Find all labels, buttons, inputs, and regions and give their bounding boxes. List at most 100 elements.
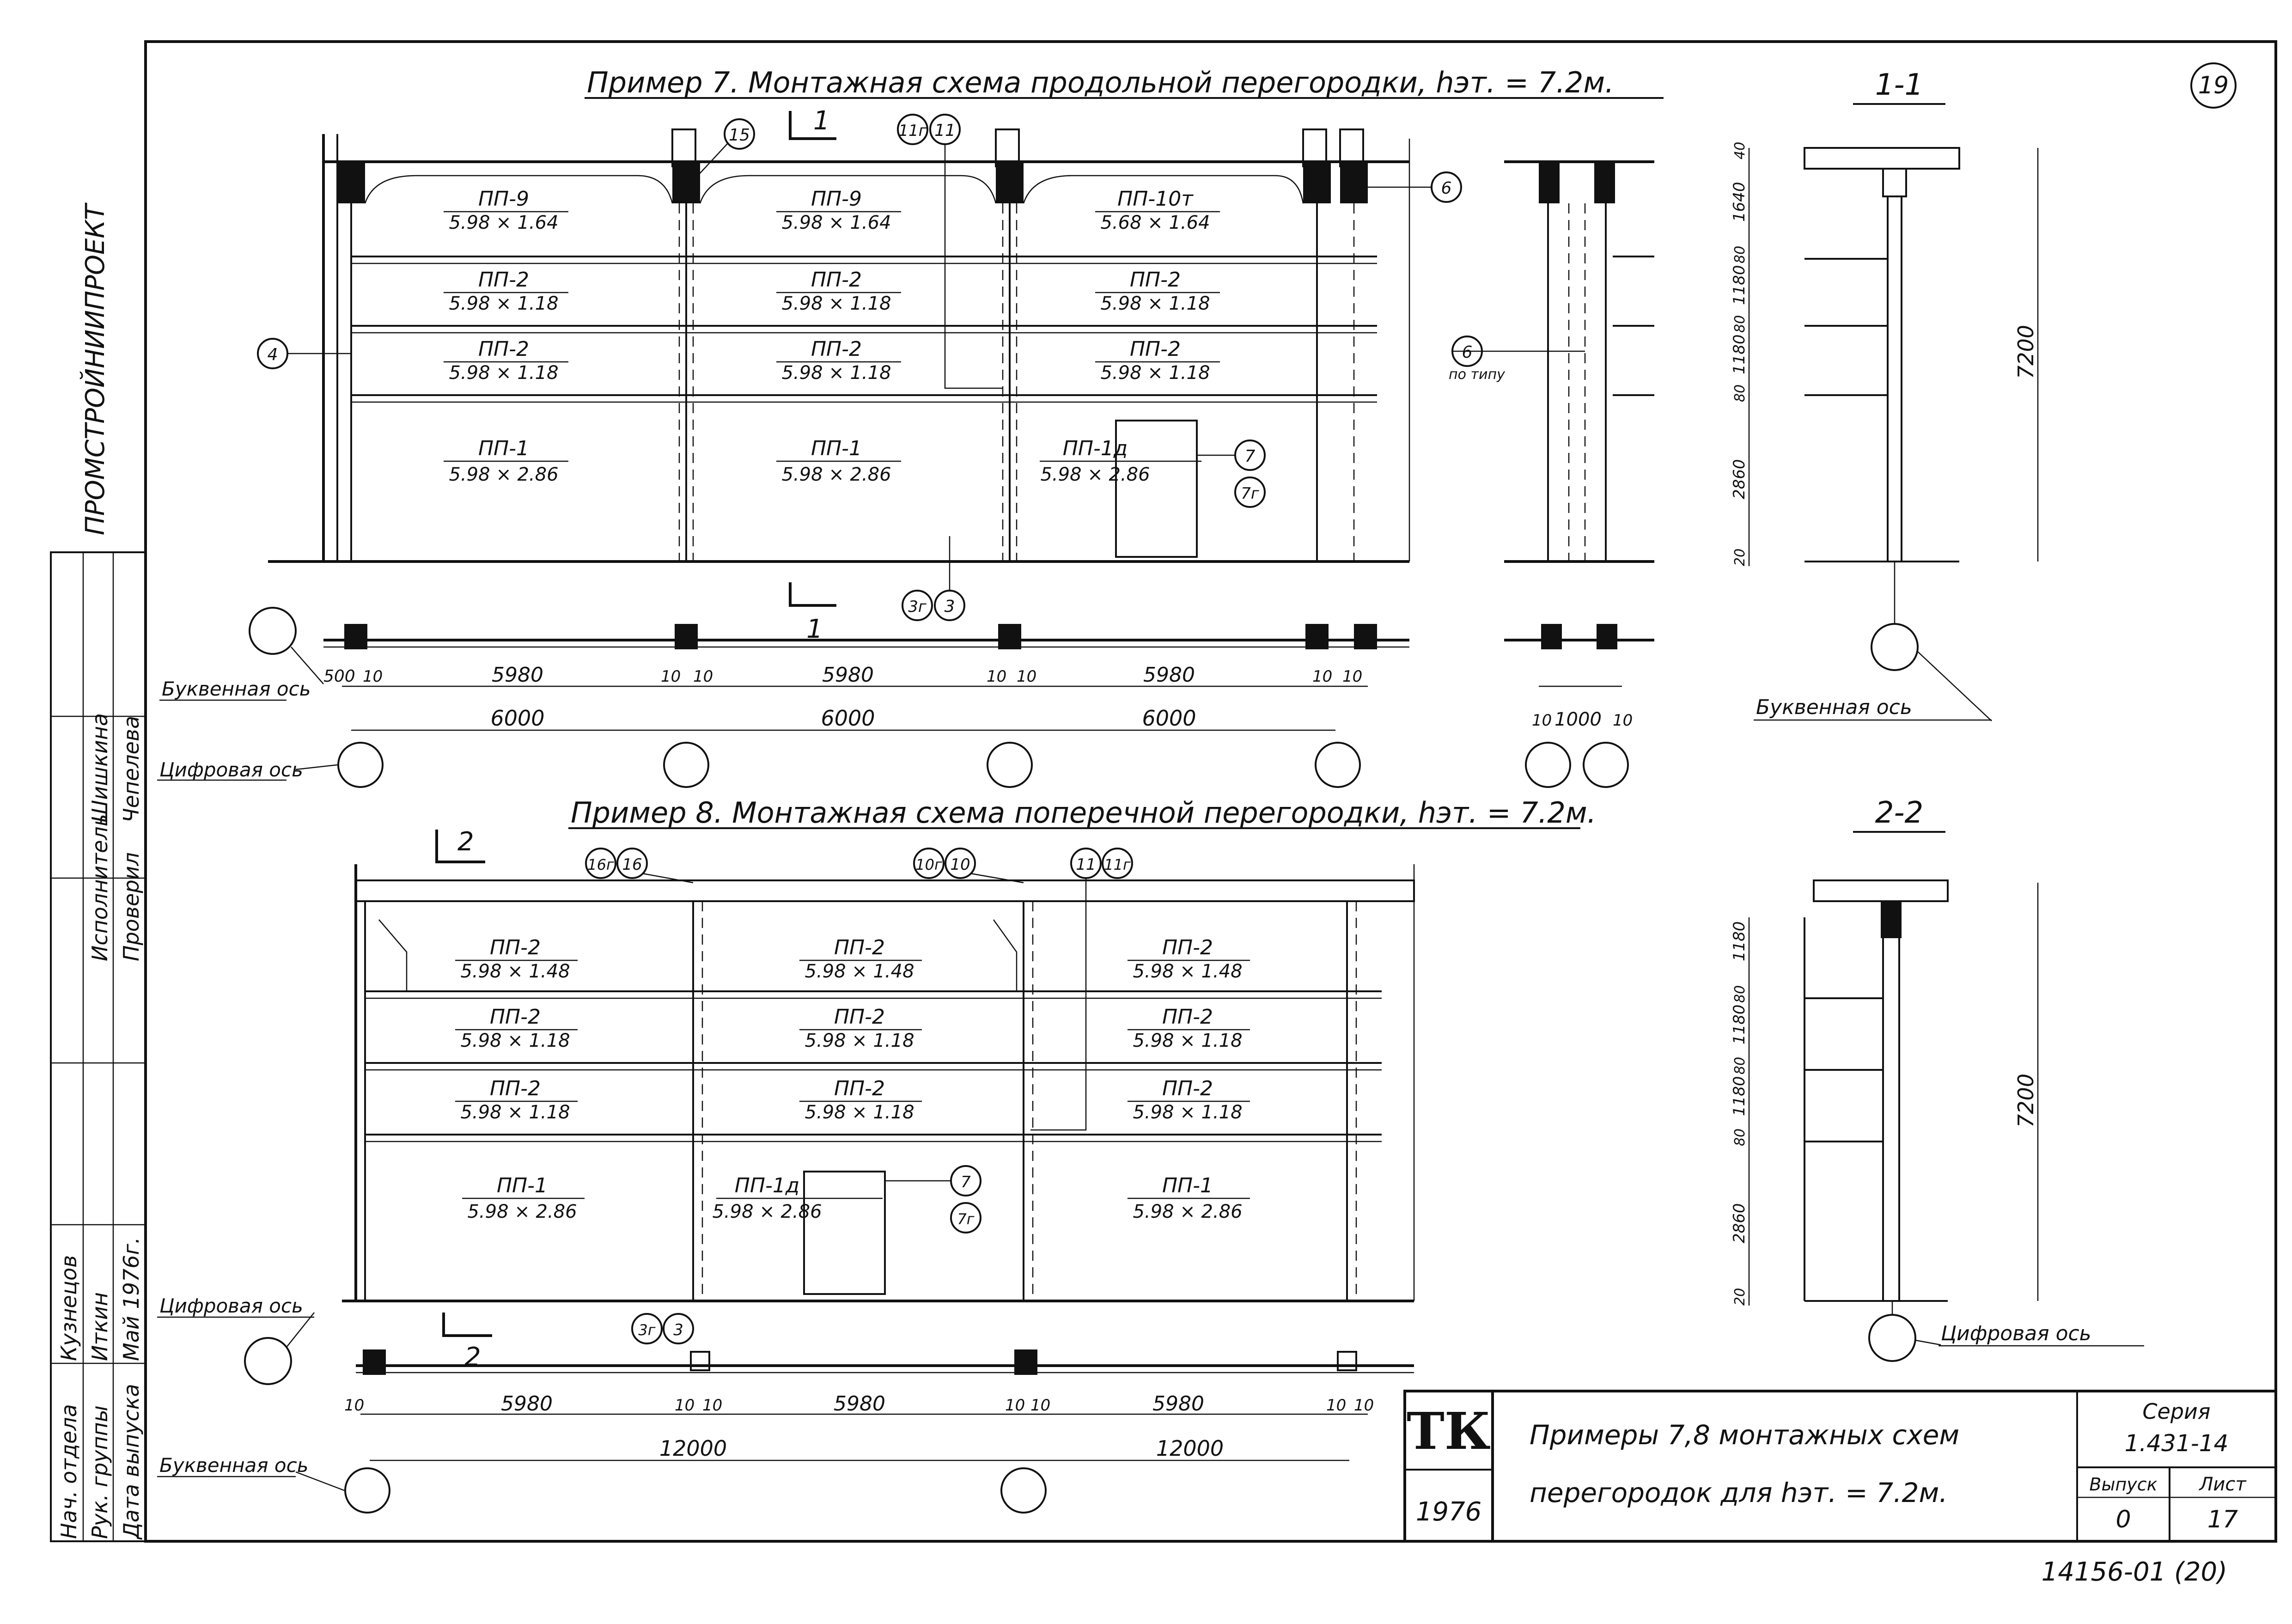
svg-text:10: 10 xyxy=(363,667,383,686)
stamp-role-3: Дата выпуска xyxy=(119,1384,144,1540)
svg-text:5980: 5980 xyxy=(834,1392,885,1416)
svg-text:80: 80 xyxy=(1732,985,1748,1003)
svg-text:10: 10 xyxy=(344,1396,364,1415)
stamp-role-5: Исполнитель xyxy=(87,814,112,961)
section-2-2-axis: Цифровая ось xyxy=(1941,1322,2091,1345)
stamp-name-5: Шишкина xyxy=(87,713,112,823)
section-1-1-title: 1-1 xyxy=(1875,68,1924,102)
panel-size: 5.98 × 2.86 xyxy=(467,1201,577,1222)
svg-text:16г: 16г xyxy=(587,856,614,873)
svg-text:1000: 1000 xyxy=(1554,709,1602,730)
svg-text:5980: 5980 xyxy=(822,663,874,687)
svg-text:10: 10 xyxy=(1342,667,1362,686)
letter-axis-label: Буквенная ось xyxy=(162,678,311,700)
svg-text:6000: 6000 xyxy=(821,706,875,731)
section-mark-2-bottom: 2 xyxy=(442,1313,492,1372)
svg-text:10: 10 xyxy=(1030,1396,1050,1415)
svg-text:11г: 11г xyxy=(898,122,927,140)
section-2-2-title: 2-2 xyxy=(1875,796,1924,830)
svg-text:3г: 3г xyxy=(908,598,927,616)
svg-text:6: 6 xyxy=(1462,343,1473,362)
svg-text:15: 15 xyxy=(729,126,750,145)
panel-label: ПП-2 xyxy=(1162,936,1213,959)
stamp-name-4: Чепелева xyxy=(119,716,144,823)
svg-text:10: 10 xyxy=(1326,1396,1346,1415)
panel-label: ПП-10т xyxy=(1117,187,1194,211)
sheet-label: Лист xyxy=(2198,1474,2247,1495)
section-1-1-total: 7200 xyxy=(2013,325,2038,379)
title-year: 1976 xyxy=(1416,1497,1482,1527)
svg-text:12000: 12000 xyxy=(1156,1436,1224,1461)
panel-size: 5.98 × 1.18 xyxy=(1133,1102,1242,1123)
svg-text:80: 80 xyxy=(1732,1129,1748,1146)
svg-text:10: 10 xyxy=(675,1396,695,1415)
svg-text:7: 7 xyxy=(961,1173,971,1191)
svg-text:6000: 6000 xyxy=(1142,706,1196,731)
panel-label: ПП-2 xyxy=(1162,1005,1213,1029)
panel-label: ПП-2 xyxy=(1130,337,1181,361)
svg-text:11г: 11г xyxy=(1104,856,1131,873)
svg-text:80: 80 xyxy=(1732,246,1748,263)
svg-text:10: 10 xyxy=(1354,1396,1374,1415)
panel-size: 5.98 × 1.18 xyxy=(460,1030,570,1051)
svg-text:10: 10 xyxy=(693,667,713,686)
svg-text:2860: 2860 xyxy=(1730,459,1749,499)
svg-text:1640: 1640 xyxy=(1730,182,1749,222)
svg-text:2860: 2860 xyxy=(1730,1203,1749,1243)
stamp-name-2: Иткин xyxy=(87,1292,112,1361)
panel-size: 5.98 × 1.18 xyxy=(460,1102,570,1123)
svg-text:80: 80 xyxy=(1732,1057,1748,1075)
panel-size: 5.98 × 1.18 xyxy=(805,1102,914,1123)
svg-text:1180: 1180 xyxy=(1730,1004,1749,1044)
svg-text:1180: 1180 xyxy=(1730,334,1749,374)
panel-label: ПП-2 xyxy=(478,268,529,292)
svg-text:10: 10 xyxy=(950,855,970,874)
svg-text:10: 10 xyxy=(987,667,1006,686)
digit-axis-label: Цифровая ось xyxy=(159,1294,303,1317)
section-2-2-total: 7200 xyxy=(2013,1074,2038,1128)
section-mark-1-bottom: 1 xyxy=(789,582,836,644)
example8-callouts: 16г 16 10г 10 11 11г 7 7г 3г 3 xyxy=(585,848,1133,1344)
svg-text:5980: 5980 xyxy=(1152,1392,1204,1416)
svg-text:3г: 3г xyxy=(638,1321,655,1339)
svg-text:500: 500 xyxy=(323,667,355,686)
svg-text:1180: 1180 xyxy=(1730,265,1749,305)
letter-axis-label: Буквенная ось xyxy=(159,1454,308,1477)
panel-size: 5.98 × 2.86 xyxy=(449,464,558,485)
panel-label: ПП-1 xyxy=(811,437,862,460)
panel-label: ПП-1 xyxy=(497,1174,548,1197)
example7-side-elevation: 10 1000 10 xyxy=(1504,160,1654,788)
panel-label: ПП-1 xyxy=(1162,1174,1213,1197)
panel-size: 5.98 × 1.18 xyxy=(449,362,558,384)
example7-title: Пример 7. Монтажная схема продольной пер… xyxy=(587,66,1614,99)
sheet-value: 17 xyxy=(2207,1506,2238,1533)
svg-text:1180: 1180 xyxy=(1730,921,1749,961)
panel-label: ПП-9 xyxy=(478,187,529,211)
svg-text:2: 2 xyxy=(457,827,474,857)
panel-size: 5.98 × 1.64 xyxy=(449,212,558,233)
title-line-1: Примеры 7,8 монтажных схем xyxy=(1530,1419,1959,1451)
svg-text:10: 10 xyxy=(1005,1396,1025,1415)
panel-label: ПП-2 xyxy=(834,1077,885,1100)
issue-label: Выпуск xyxy=(2089,1474,2157,1495)
svg-text:6000: 6000 xyxy=(490,706,544,731)
svg-text:3: 3 xyxy=(945,597,955,616)
svg-text:11: 11 xyxy=(934,121,956,140)
panel-size: 5.98 × 1.48 xyxy=(1133,961,1242,982)
panel-label: ПП-1д xyxy=(735,1174,799,1197)
panel-size: 5.98 × 1.18 xyxy=(449,293,558,314)
title-block: ТК 1976 Примеры 7,8 монтажных схем перег… xyxy=(1403,1390,2277,1543)
panel-label: ПП-2 xyxy=(490,936,541,959)
org-label: ПРОМСТРОЙНИИПРОЕКТ xyxy=(80,202,110,535)
panel-label: ПП-2 xyxy=(811,337,862,361)
panel-size: 5.98 × 1.18 xyxy=(1133,1030,1242,1051)
svg-text:7г: 7г xyxy=(957,1210,974,1228)
svg-text:1: 1 xyxy=(813,106,830,136)
sheet-frame xyxy=(144,40,2277,1543)
svg-text:5980: 5980 xyxy=(492,663,543,687)
panel-size: 5.98 × 1.64 xyxy=(781,212,891,233)
example7-callouts: 15 11г 11 6 4 6 по типу 7 7г 3г 3 xyxy=(257,114,1585,621)
panel-size: 5.68 × 1.64 xyxy=(1100,212,1210,233)
svg-text:10г: 10г xyxy=(915,856,942,873)
panel-size: 5.98 × 1.18 xyxy=(805,1030,914,1051)
